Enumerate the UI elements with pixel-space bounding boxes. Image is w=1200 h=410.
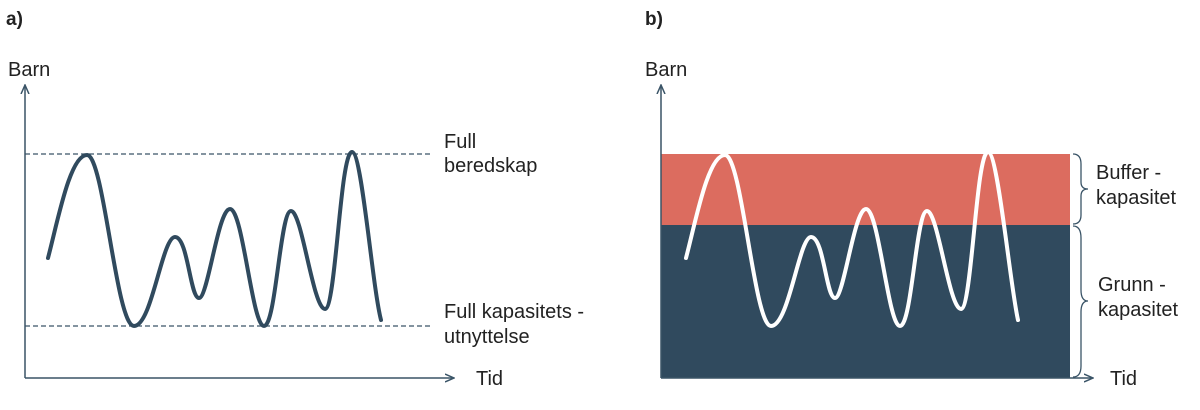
panel-b-y-axis-label: Barn (645, 59, 687, 81)
panel-b-x-axis-label: Tid (1110, 368, 1137, 390)
panel-b: b) Barn Tid Buffer - kapasitet Grunn - k… (645, 9, 1178, 390)
full-utilization-label: Full kapasitets - utnyttelse (444, 301, 590, 348)
buffer-capacity-label: Buffer - kapasitet (1096, 162, 1176, 209)
base-capacity-area (661, 225, 1070, 378)
panel-b-demand-curve (684, 150, 1020, 328)
panel-a: a) Barn Tid Full beredskap Full kapasite… (6, 9, 590, 390)
base-capacity-label: Grunn - kapasitet (1098, 274, 1178, 321)
panel-b-label: b) (645, 9, 663, 30)
panel-a-demand-curve (46, 150, 383, 328)
panel-a-label: a) (6, 9, 23, 30)
buffer-capacity-area (661, 154, 1070, 225)
panel-a-y-axis-label: Barn (8, 59, 50, 81)
base-capacity-brace (1072, 225, 1089, 378)
full-readiness-label: Full beredskap (444, 131, 537, 177)
panel-a-x-axis-label: Tid (476, 368, 503, 390)
buffer-capacity-brace (1072, 153, 1089, 225)
